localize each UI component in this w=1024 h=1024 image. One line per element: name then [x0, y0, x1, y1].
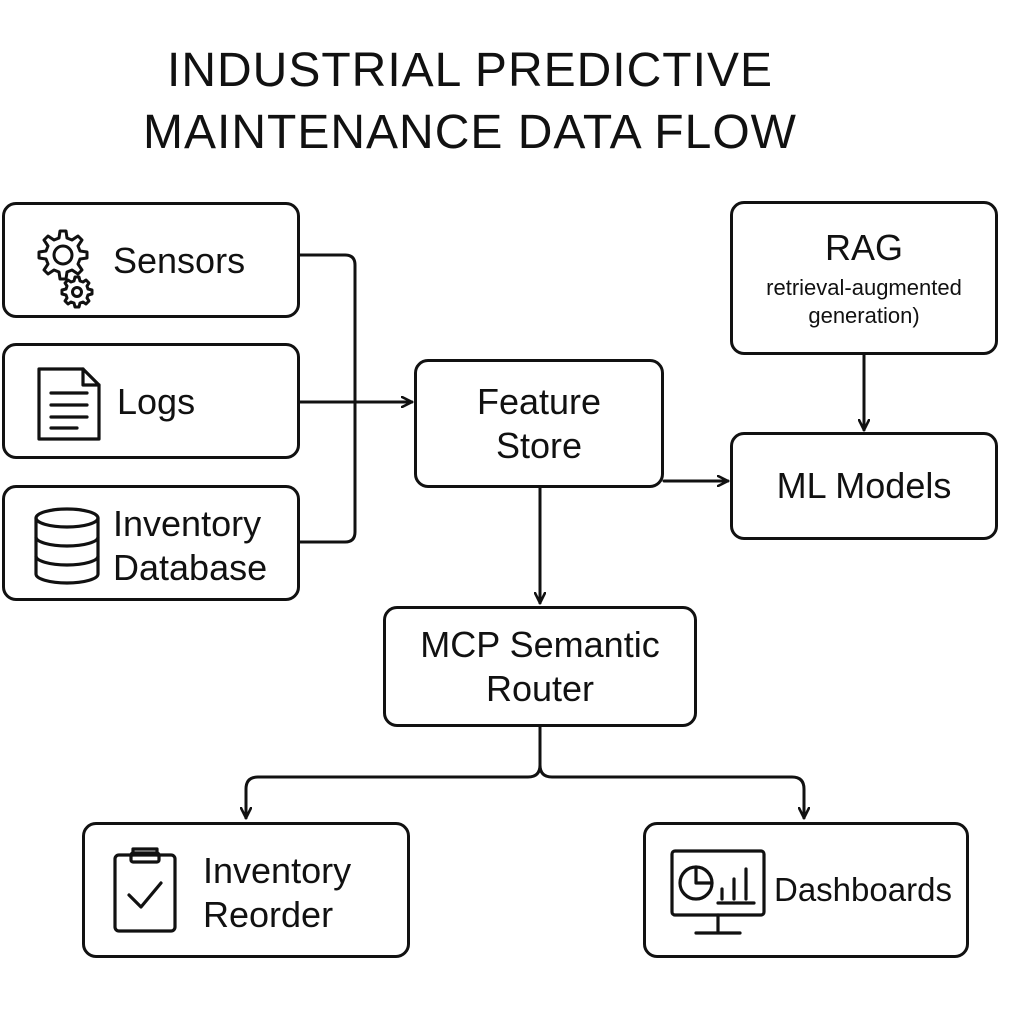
- mcp-semantic-router-label: MCP Semantic Router: [420, 623, 659, 711]
- diagram-title: INDUSTRIAL PREDICTIVE MAINTENANCE DATA F…: [0, 40, 940, 164]
- inventory-database-line-2: Database: [113, 547, 268, 588]
- rag-content: RAG retrieval-augmented generation): [733, 226, 995, 330]
- ml-models-label: ML Models: [776, 465, 952, 506]
- inventory-reorder-line-2: Reorder: [203, 894, 334, 935]
- mcp-router-line-2: Router: [485, 667, 595, 709]
- dashboards-node: Dashboards: [643, 822, 969, 958]
- clipboard-check-icon: [113, 847, 177, 933]
- connector-router-to-inventory-reorder: [246, 763, 542, 820]
- connector-inventory-database: [298, 398, 357, 544]
- diagram-title-line-2: MAINTENANCE DATA FLOW: [143, 106, 797, 159]
- logs-node: Logs: [2, 343, 300, 459]
- feature-store-line-1: Feature: [476, 380, 602, 422]
- database-icon: [34, 507, 100, 585]
- connector-sensors: [298, 253, 357, 402]
- mcp-router-line-1: MCP Semantic: [420, 623, 660, 665]
- feature-store-label: Feature Store: [477, 380, 601, 468]
- dashboards-label: Dashboards: [774, 871, 952, 908]
- rag-label: RAG: [824, 227, 903, 268]
- inventory-reorder-line-1: Inventory: [203, 850, 352, 891]
- rag-subtitle-line-1: retrieval-augmented: [766, 275, 962, 300]
- monitor-chart-icon: [670, 849, 766, 935]
- sensors-node: Sensors: [2, 202, 300, 318]
- inventory-reorder-node: Inventory Reorder: [82, 822, 410, 958]
- inventory-database-node: Inventory Database: [2, 485, 300, 601]
- inventory-database-label: Inventory Database: [113, 502, 267, 590]
- connector-router-to-dashboards: [538, 763, 804, 820]
- feature-store-node: Feature Store: [414, 359, 664, 488]
- rag-subtitle-line-2: generation): [808, 303, 920, 328]
- diagram-title-line-1: INDUSTRIAL PREDICTIVE: [167, 44, 773, 97]
- rag-node: RAG retrieval-augmented generation): [730, 201, 998, 355]
- feature-store-line-2: Store: [495, 424, 583, 466]
- document-icon: [37, 367, 101, 441]
- logs-label: Logs: [117, 381, 196, 422]
- sensors-label: Sensors: [113, 240, 246, 281]
- ml-models-node: ML Models: [730, 432, 998, 540]
- mcp-semantic-router-node: MCP Semantic Router: [383, 606, 697, 727]
- inventory-reorder-label: Inventory Reorder: [203, 849, 351, 937]
- gears-icon: [37, 229, 94, 309]
- inventory-database-line-1: Inventory: [113, 503, 262, 544]
